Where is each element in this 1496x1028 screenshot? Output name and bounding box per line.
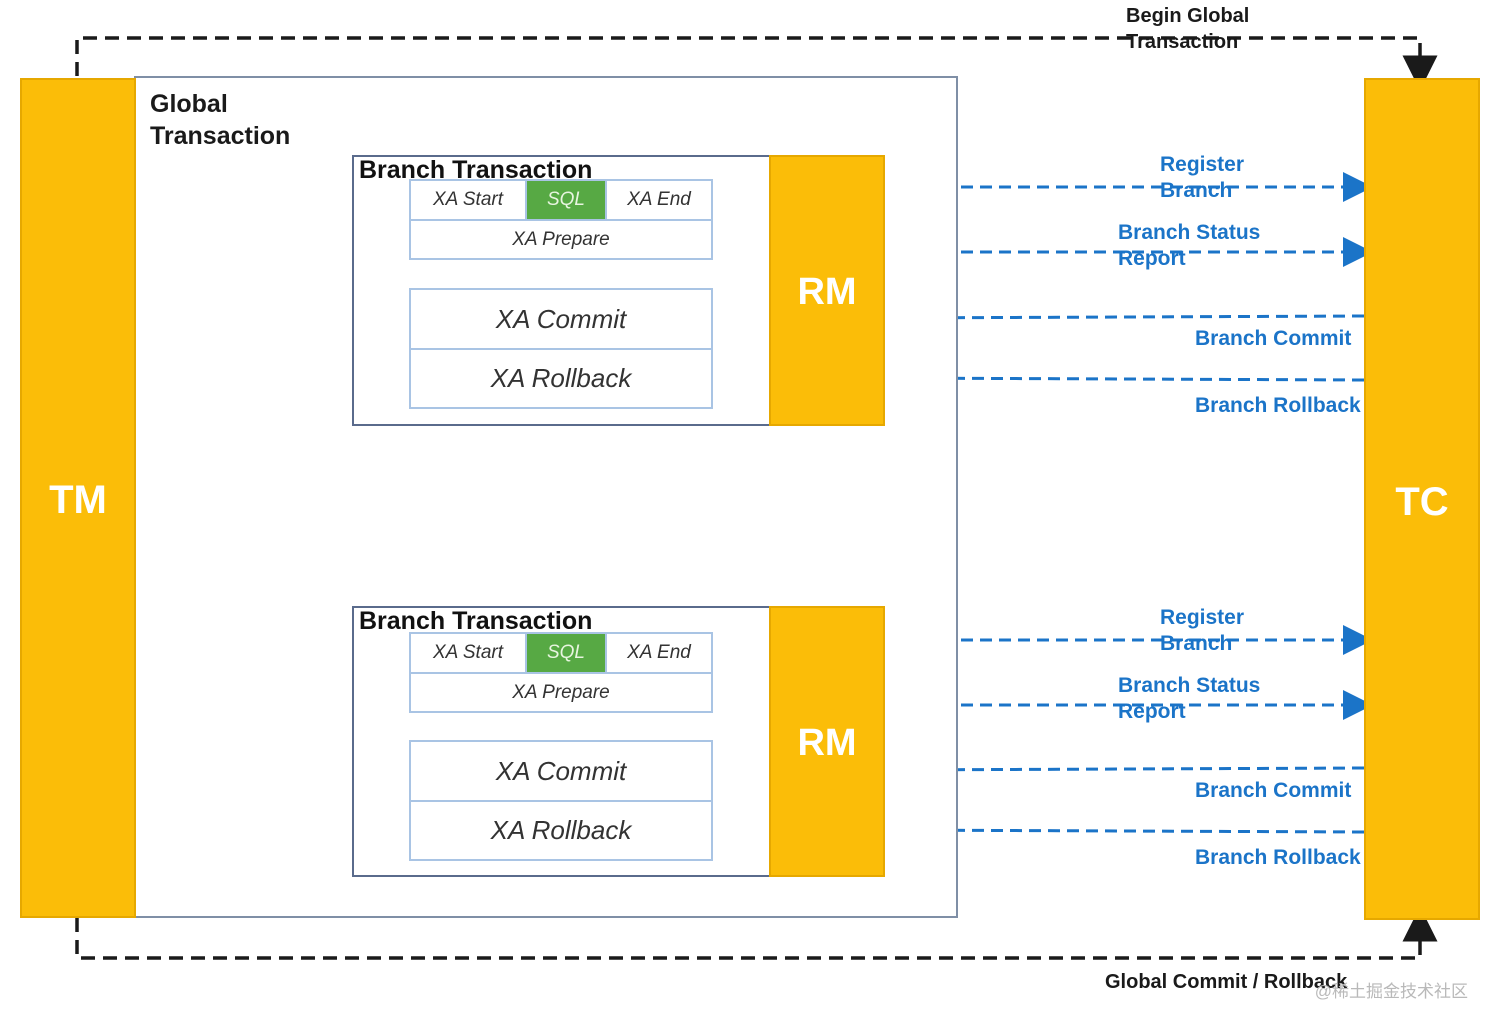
rm-component: RM: [769, 606, 885, 877]
begin-global-transaction-label: Begin Global Transaction: [1126, 3, 1249, 55]
branch-commit-label: Branch Commit: [1195, 779, 1352, 802]
branch-status-report-label-line1: Branch Status: [1118, 221, 1261, 244]
xa-end-cell: XA End: [605, 179, 713, 221]
tc-label: TC: [1395, 480, 1449, 524]
watermark: @稀土掘金技术社区: [1314, 982, 1468, 1001]
branch-commit-arrow: [884, 314, 1365, 320]
branch-status-report-label: Branch Status Report: [1118, 673, 1260, 725]
rm-component: RM: [769, 155, 885, 426]
tm-component: TM: [20, 78, 136, 918]
branch-rollback-arrow: [884, 376, 1365, 382]
rm-label: RM: [797, 271, 857, 313]
sql-cell: SQL: [525, 632, 607, 674]
register-branch-label-line2: Branch: [1160, 632, 1233, 655]
branch-rollback-label: Branch Rollback: [1195, 846, 1361, 869]
xa-start-cell: XA Start: [409, 179, 527, 221]
branch-transaction-title: Branch Transaction: [359, 607, 593, 635]
xa-rollback-cell: XA Rollback: [409, 800, 713, 861]
register-branch-label-line1: Register: [1160, 153, 1245, 176]
xa-end-cell: XA End: [605, 632, 713, 674]
global-transaction-title: Global Transaction: [150, 88, 350, 152]
branch-status-report-label-line1: Branch Status: [1118, 674, 1261, 697]
branch-status-report-label-line2: Report: [1118, 247, 1186, 270]
tm-label: TM: [49, 478, 107, 522]
rm-label: RM: [797, 722, 857, 764]
xa-commit-cell: XA Commit: [409, 288, 713, 350]
register-branch-label: Register Branch: [1160, 152, 1244, 204]
xa-commit-cell: XA Commit: [409, 740, 713, 802]
begin-global-transaction-line2: Transaction: [1126, 31, 1239, 53]
xa-prepare-cell: XA Prepare: [409, 219, 713, 260]
branch-commit-arrow: [884, 766, 1365, 772]
xa-prepare-cell: XA Prepare: [409, 672, 713, 713]
branch-commit-label: Branch Commit: [1195, 327, 1352, 350]
global-commit-rollback-line: [75, 906, 1438, 960]
sql-cell: SQL: [525, 179, 607, 221]
xa-start-cell: XA Start: [409, 632, 527, 674]
branch-rollback-arrow: [884, 828, 1365, 834]
global-transaction-title-line1: Global: [150, 90, 228, 118]
branch-status-report-label-line2: Report: [1118, 700, 1186, 723]
global-transaction-title-line2: Transaction: [150, 122, 291, 150]
xa-rollback-cell: XA Rollback: [409, 348, 713, 409]
begin-global-transaction-line1: Begin Global: [1126, 5, 1250, 27]
register-branch-label: Register Branch: [1160, 605, 1244, 657]
branch-rollback-label: Branch Rollback: [1195, 394, 1361, 417]
begin-global-transaction-line: [75, 36, 1438, 91]
register-branch-label-line2: Branch: [1160, 179, 1233, 202]
register-branch-label-line1: Register: [1160, 606, 1245, 629]
global-commit-rollback-label: Global Commit / Rollback: [1105, 971, 1348, 993]
branch-status-report-label: Branch Status Report: [1118, 220, 1260, 272]
tc-component: TC: [1364, 78, 1480, 920]
